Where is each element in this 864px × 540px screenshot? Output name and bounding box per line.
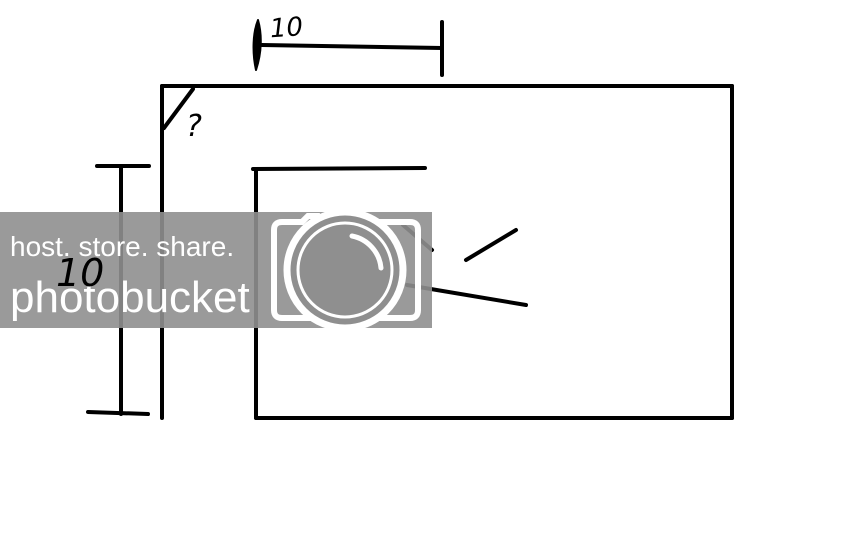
photobucket-watermark: host. store. share. photobucket (0, 208, 432, 332)
camera-icon (271, 208, 421, 332)
left-dimension-label: 10 (56, 251, 104, 295)
left-dimension-bottom-tick (86, 410, 150, 416)
corner-diagonal (162, 87, 195, 130)
camera-lens-inner (296, 221, 394, 319)
stray-stroke-2 (464, 228, 518, 262)
top-dimension-bar (260, 43, 444, 50)
camera-lens-outer (283, 208, 407, 332)
top-dimension-left-tick (252, 19, 262, 71)
top-dimension-label: 10 (269, 12, 304, 44)
camera-lens-glare (349, 233, 384, 271)
watermark-brand: photobucket (10, 273, 250, 322)
inner-rect-top (251, 166, 427, 171)
watermark-tagline: host. store. share. (10, 231, 234, 262)
corner-unknown-label: ? (186, 109, 202, 144)
top-dimension-line (252, 19, 444, 77)
camera-body (271, 213, 421, 321)
